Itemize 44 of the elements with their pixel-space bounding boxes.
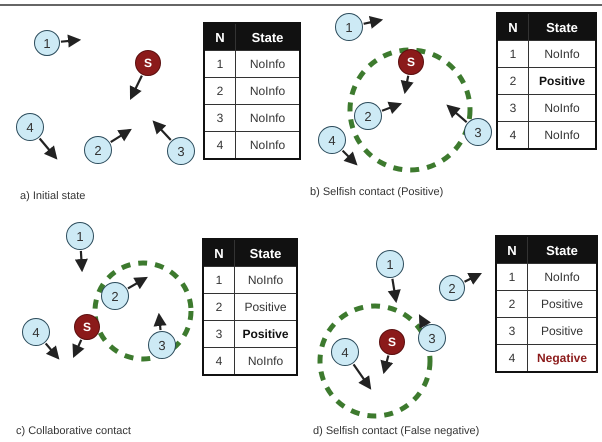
node-circle: 3 <box>148 331 176 359</box>
panel-caption: d) Selfish contact (False negative) <box>313 425 480 437</box>
panel-caption: c) Collaborative contact <box>16 425 131 437</box>
table-header-cell: N <box>496 236 528 264</box>
table-cell: 1 <box>497 40 528 68</box>
table-header-cell: State <box>528 236 597 264</box>
table-cell: 2 <box>497 68 528 94</box>
node-circle: 3 <box>418 324 446 352</box>
node-circle: 2 <box>101 282 129 310</box>
table-cell: 1 <box>496 264 528 290</box>
node-circle: 1 <box>34 30 60 56</box>
node-circle: 4 <box>318 126 346 154</box>
node-circle: 3 <box>167 137 195 165</box>
table-cell: 3 <box>204 104 236 132</box>
source-node-circle: S <box>379 329 405 355</box>
node-circle: 4 <box>16 113 44 141</box>
table-cell: 3 <box>497 94 528 122</box>
table-header-cell: State <box>236 23 300 50</box>
panel-caption: a) Initial state <box>20 190 86 202</box>
table-cell: 2 <box>203 294 234 320</box>
node-circle: 4 <box>22 318 50 346</box>
node-circle: 2 <box>439 275 465 301</box>
node-circle: 2 <box>84 136 112 164</box>
table-cell: 3 <box>203 320 234 348</box>
table-cell: 3 <box>496 318 528 344</box>
table-header-cell: N <box>497 13 528 40</box>
table-cell: 2 <box>204 78 236 104</box>
node-circle: 2 <box>354 102 382 130</box>
source-node-circle: S <box>398 49 424 75</box>
panel-caption: b) Selfish contact (Positive) <box>310 186 444 198</box>
table-header-cell: State <box>528 13 596 40</box>
node-circle: 3 <box>464 118 492 146</box>
table-header-cell: State <box>234 239 297 266</box>
table-header-cell: N <box>204 23 236 50</box>
node-circle: 4 <box>331 338 359 366</box>
node-circle: 1 <box>66 222 94 250</box>
table-cell: 2 <box>496 290 528 318</box>
source-node-circle: S <box>74 314 100 340</box>
node-circle: 1 <box>335 13 363 41</box>
table-header-cell: N <box>203 239 234 266</box>
table-cell: 1 <box>203 266 234 294</box>
source-node-circle: S <box>135 50 161 76</box>
node-circle: 1 <box>376 250 404 278</box>
table-cell: 1 <box>204 50 236 78</box>
